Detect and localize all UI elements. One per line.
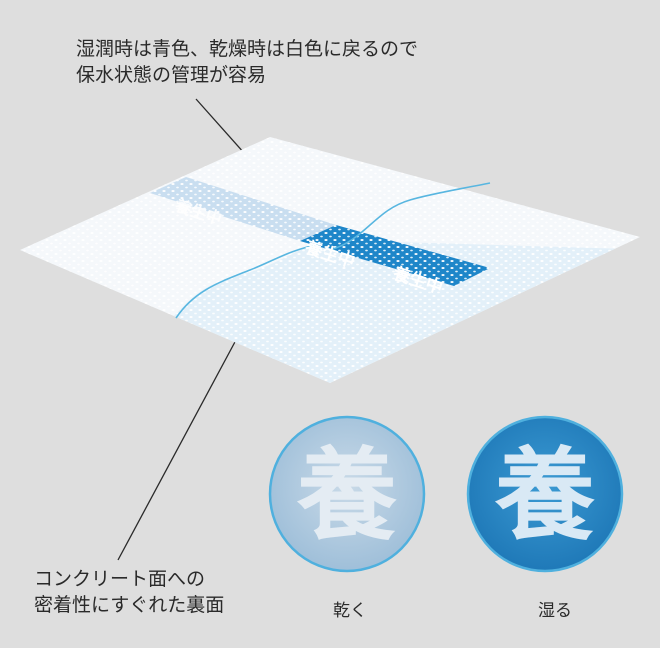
top-callout-label: 湿潤時は青色、乾燥時は白色に戻るので 保水状態の管理が容易 bbox=[76, 36, 418, 88]
wave-curve-upper bbox=[329, 182, 491, 251]
wet-circle bbox=[466, 415, 624, 573]
bottom-callout-label: コンクリート面への 密着性にすぐれた裏面 bbox=[34, 566, 224, 618]
bottom-callout-line2: 密着性にすぐれた裏面 bbox=[34, 594, 225, 616]
dry-glyph: 養 bbox=[297, 436, 397, 554]
wet-sample: 養 bbox=[466, 415, 624, 573]
wet-caption: 湿る bbox=[538, 601, 572, 621]
bottom-callout-line bbox=[117, 339, 237, 561]
dry-circle bbox=[268, 415, 426, 573]
top-callout-line1: 湿潤時は青色、乾燥時は白色に戻るので bbox=[76, 38, 419, 60]
top-callout-line2: 保水状態の管理が容易 bbox=[76, 64, 267, 86]
dry-caption: 乾く bbox=[333, 601, 367, 621]
wet-glyph: 養 bbox=[495, 436, 595, 554]
dry-sample: 養 bbox=[268, 415, 426, 573]
wave-curve-lower bbox=[175, 243, 321, 319]
bottom-callout-line1: コンクリート面への bbox=[34, 568, 206, 590]
